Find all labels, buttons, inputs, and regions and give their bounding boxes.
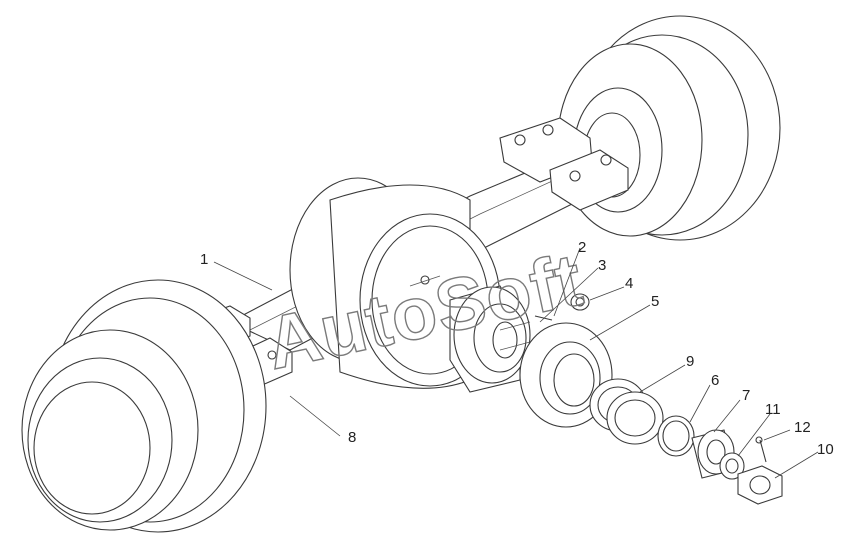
part-12-pin — [755, 436, 767, 463]
callout-3: 3 — [598, 257, 606, 274]
leader-lines — [213, 247, 819, 479]
near-wheel — [21, 279, 267, 533]
part-11-washer — [719, 452, 745, 480]
part-4-nut — [570, 293, 590, 311]
callout-10: 10 — [817, 441, 834, 458]
part-9-shims — [589, 378, 664, 445]
callout-9: 9 — [686, 353, 694, 370]
callout-2: 2 — [578, 239, 586, 256]
far-wheel — [557, 15, 781, 241]
callout-7: 7 — [742, 387, 750, 404]
callout-8: 8 — [348, 429, 356, 446]
part-10-castle-nut — [737, 465, 783, 505]
callout-1: 1 — [200, 251, 208, 268]
part-6-ring — [657, 415, 695, 457]
callout-4: 4 — [625, 275, 633, 292]
callout-5: 5 — [651, 293, 659, 310]
part-5-flange — [519, 322, 613, 428]
callout-12: 12 — [794, 419, 811, 436]
callout-11: 11 — [765, 401, 781, 418]
callout-6: 6 — [711, 372, 719, 389]
final-drive-carrier — [449, 285, 553, 393]
